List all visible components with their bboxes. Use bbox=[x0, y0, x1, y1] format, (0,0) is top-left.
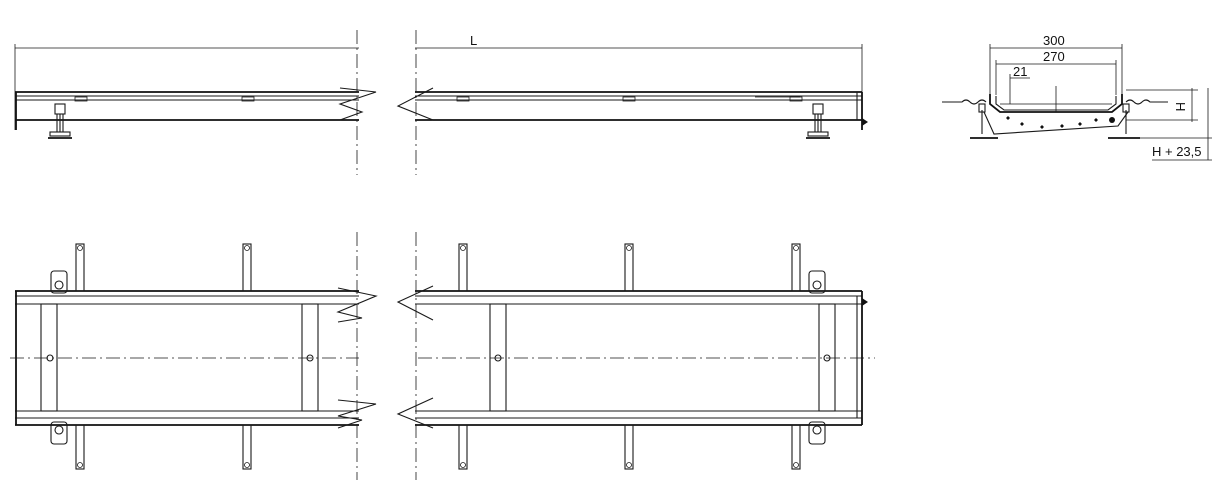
width-inner-label: 270 bbox=[1043, 49, 1065, 64]
side-foot-right bbox=[806, 103, 830, 139]
plan-view bbox=[10, 232, 875, 480]
drain-point-icon bbox=[1109, 117, 1115, 123]
length-dimension: L bbox=[14, 33, 863, 130]
height-total-label: H + 23,5 bbox=[1152, 144, 1202, 159]
side-break bbox=[338, 30, 434, 175]
end-cap-icon bbox=[862, 298, 868, 306]
plan-rails bbox=[15, 290, 868, 426]
height-label: H bbox=[1173, 102, 1188, 111]
cross-section: 300 270 21 H bbox=[942, 33, 1212, 161]
end-cap-icon bbox=[862, 118, 868, 126]
channel-side-body bbox=[15, 91, 868, 130]
cross-bars bbox=[40, 303, 836, 412]
width-outer-label: 300 bbox=[1043, 33, 1065, 48]
anchor-straps bbox=[75, 243, 801, 470]
plan-feet bbox=[50, 270, 826, 445]
offset-label: 21 bbox=[1013, 64, 1027, 79]
side-view: L bbox=[14, 30, 868, 175]
length-label: L bbox=[470, 33, 477, 48]
side-foot-left bbox=[48, 103, 72, 139]
plan-break bbox=[336, 232, 434, 480]
